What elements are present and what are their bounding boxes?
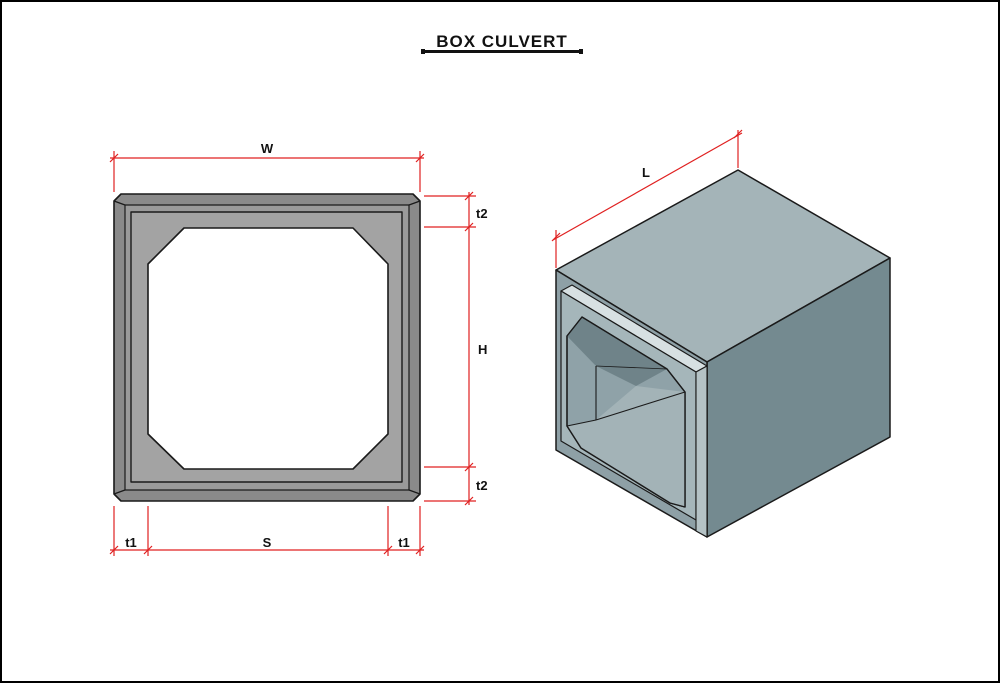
bevel-corner-line [113,200,126,206]
iso-frame-edge [695,365,708,538]
title-underline-end-right [579,49,583,54]
label-w: W [261,141,274,156]
section-dimensions [109,151,476,556]
s-tick [383,545,393,555]
iso-interior-edge [566,419,597,427]
l-tick [551,232,561,242]
cross-section [113,193,421,502]
t2-tick [464,191,474,201]
label-s: S [263,535,272,550]
iso-interior-edge [595,391,686,421]
label-t2-bottom: t2 [476,478,488,493]
label-t2-top: t2 [476,206,488,221]
isometric-view [555,169,891,538]
t1-tick [415,545,425,555]
label-t1-left: t1 [125,535,137,550]
bevel-corner-line [408,489,421,495]
title-underline-end-left [421,49,425,54]
iso-dimension-l [551,129,743,268]
label-t1-right: t1 [398,535,410,550]
w-tick-left [109,153,119,163]
s-tick [143,545,153,555]
l-dimension-line [552,132,743,241]
w-tick-right [415,153,425,163]
label-h: H [478,342,487,357]
drawing-title: BOX CULVERT [436,32,568,51]
t2-tick [464,496,474,506]
label-l: L [642,165,650,180]
iso-interior-edge [595,365,668,370]
t2-tick [464,462,474,472]
title-underline [422,50,581,53]
iso-opening-outline [566,316,686,508]
t1-tick [109,545,119,555]
l-tick [733,129,743,139]
t2-tick [464,222,474,232]
bevel-corner-line [408,200,421,206]
iso-interior-back-wall [567,317,667,386]
iso-interior-floor [567,386,685,507]
bevel-corner-line [113,489,126,495]
section-opening [147,227,389,470]
